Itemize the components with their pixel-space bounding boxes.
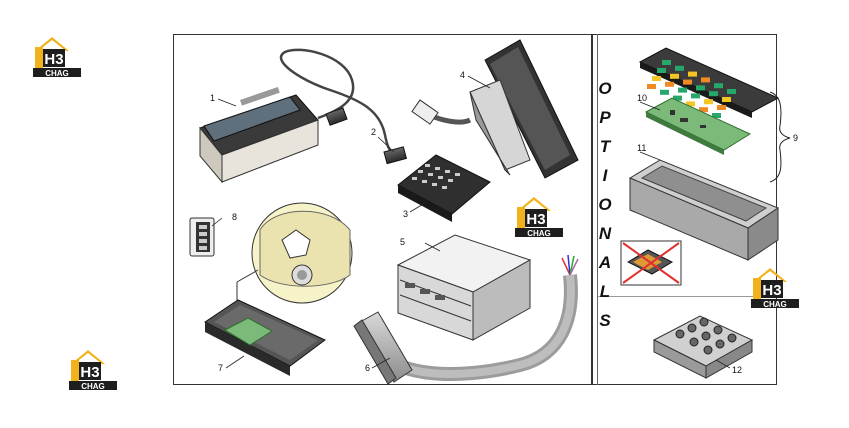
keypad-key	[675, 65, 684, 71]
optionals-letter: N	[598, 224, 612, 243]
rubber-protective-cover	[628, 159, 780, 261]
keypad-key	[665, 81, 674, 87]
optionals-letter: O	[598, 79, 612, 98]
callout-12: 12	[732, 365, 743, 375]
optionals-divider	[591, 34, 593, 385]
group-brace	[769, 91, 791, 183]
keypad-key	[727, 89, 736, 94]
keypad-key	[699, 107, 708, 113]
cable-connector	[383, 146, 408, 165]
foot-pedal	[411, 39, 579, 179]
keypad-key	[701, 77, 710, 83]
callout-11: 11	[637, 143, 647, 153]
optional-pcb-board	[644, 97, 752, 155]
optionals-divider-inner	[597, 34, 598, 385]
logo-mark: H3	[44, 51, 63, 68]
keypad-key	[647, 84, 656, 89]
callout-1: 1	[210, 93, 216, 103]
not-included-item	[620, 240, 682, 286]
optionals-letter: L	[599, 282, 611, 301]
callout-3: 3	[403, 209, 409, 219]
keypad-key	[657, 68, 666, 73]
callout-leaders	[211, 75, 731, 369]
logo-text: CHAG	[81, 382, 105, 391]
logo-mark: H3	[762, 282, 781, 299]
keypad-key	[678, 87, 687, 93]
optionals-letter: T	[599, 137, 611, 156]
optionals-letter: I	[602, 166, 608, 185]
brand-logo: H3 CHAG	[748, 264, 802, 309]
logo-text: CHAG	[45, 69, 69, 78]
keypad-key	[670, 73, 679, 79]
brand-logo: H3 CHAG	[512, 193, 566, 238]
small-io-module	[189, 217, 215, 257]
keypad-key	[673, 95, 682, 101]
callout-4: 4	[460, 70, 466, 80]
keypad-key	[683, 79, 692, 85]
keypad-key	[662, 60, 671, 65]
logo-mark: H3	[526, 211, 545, 228]
optionals-split-line	[598, 296, 777, 297]
cable-harness	[353, 254, 579, 385]
keypad-key	[686, 101, 695, 107]
keypad-key	[714, 83, 723, 89]
optionals-letter: O	[598, 195, 612, 214]
detail-magnifier	[236, 202, 353, 304]
handheld-keypad	[397, 154, 491, 222]
callout-10: 10	[637, 93, 648, 103]
display-cable	[279, 48, 395, 156]
keypad-key	[717, 105, 726, 110]
keypad-key	[712, 113, 721, 118]
callout-2: 2	[371, 127, 377, 137]
callout-9: 9	[793, 133, 799, 143]
keypad-key	[691, 93, 700, 99]
logo-text: CHAG	[763, 300, 787, 309]
brand-logo: H3 CHAG	[66, 346, 120, 391]
keypad-key	[722, 97, 731, 102]
optionals-letter: P	[599, 108, 611, 127]
logo-mark: H3	[80, 364, 99, 381]
callout-8: 8	[232, 212, 238, 222]
callout-5: 5	[400, 237, 406, 247]
m12-distribution-box	[652, 315, 754, 379]
callout-7: 7	[218, 363, 224, 373]
keypad-key	[688, 71, 697, 77]
keypad-key	[696, 85, 705, 91]
callout-6: 6	[365, 363, 371, 373]
logo-text: CHAG	[527, 229, 551, 238]
optionals-letter: A	[598, 253, 612, 272]
keypad-key	[660, 89, 669, 95]
keypad-key	[709, 91, 718, 97]
control-box	[396, 234, 532, 341]
keypad-key	[652, 76, 661, 81]
keypad-key	[704, 99, 713, 105]
brand-logo: H3 CHAG	[30, 33, 84, 78]
control-unit-display	[199, 86, 319, 184]
enclosure-box	[204, 299, 326, 376]
optionals-letter: S	[599, 311, 611, 330]
